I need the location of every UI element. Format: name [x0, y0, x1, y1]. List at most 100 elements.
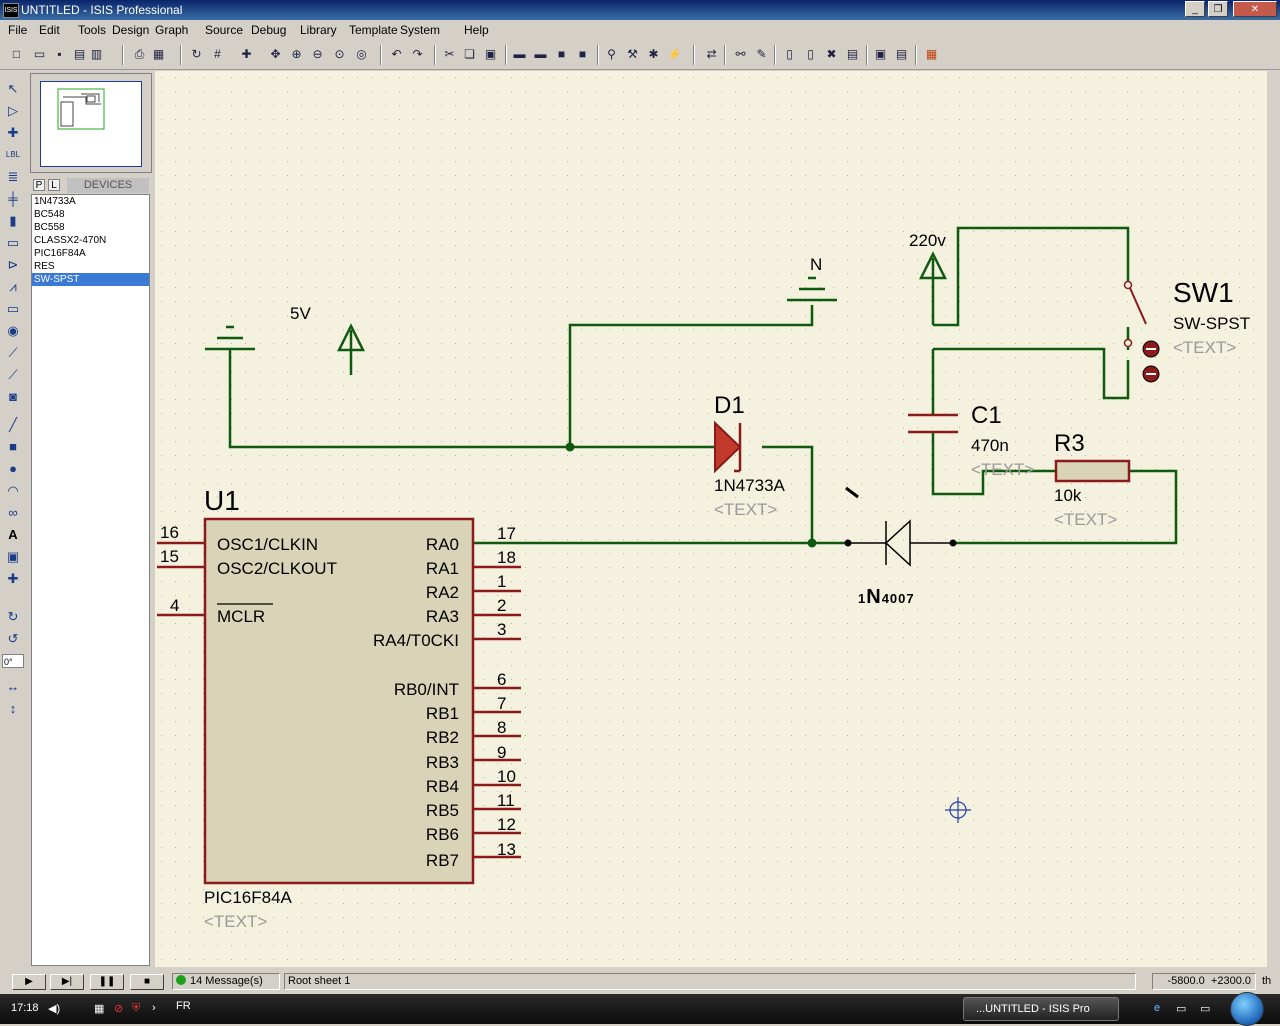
remove-sheet-icon[interactable]: ▯: [807, 47, 814, 61]
step-button[interactable]: ▶|: [50, 974, 84, 990]
graph-icon[interactable]: ⩘: [9, 279, 17, 294]
text-icon[interactable]: A: [8, 527, 18, 542]
block-delete-icon[interactable]: ■: [578, 47, 587, 61]
menu-debug[interactable]: Debug: [251, 23, 287, 37]
network-icon[interactable]: ▦: [94, 1003, 105, 1015]
rotate-cw-icon[interactable]: ↻: [7, 609, 19, 624]
menu-edit[interactable]: Edit: [39, 23, 60, 37]
menu-system[interactable]: System: [400, 23, 441, 37]
block-rotate-icon[interactable]: ■: [557, 47, 566, 61]
zoom-in-icon[interactable]: ⊕: [291, 47, 302, 61]
menu-template[interactable]: Template: [349, 23, 398, 37]
power-220v-symbol[interactable]: [918, 251, 948, 280]
arc-icon[interactable]: ◠: [7, 483, 19, 498]
generator-icon[interactable]: ◉: [7, 323, 19, 338]
junction-dot-icon[interactable]: ✚: [7, 125, 19, 140]
stop-button[interactable]: ■: [130, 974, 164, 990]
ground-symbol-left[interactable]: [205, 325, 255, 351]
export-icon[interactable]: ▥: [90, 47, 103, 61]
path-icon[interactable]: ∞: [8, 505, 18, 520]
r3-resistor[interactable]: [1054, 459, 1131, 483]
block-move-icon[interactable]: ▬: [534, 47, 547, 61]
ie-icon[interactable]: e: [1154, 1002, 1161, 1014]
symbol-icon[interactable]: ▣: [6, 549, 20, 564]
u1-microcontroller[interactable]: [203, 517, 475, 885]
overview-viewport[interactable]: [40, 81, 142, 167]
property-tool-icon[interactable]: ✎: [756, 47, 767, 61]
messages-field[interactable]: 14 Message(s): [172, 973, 280, 990]
zoom-all-icon[interactable]: ⊙: [334, 47, 345, 61]
open-icon[interactable]: ▭: [33, 47, 46, 61]
virtual-instruments-icon[interactable]: ◙: [9, 389, 17, 404]
device-item[interactable]: RES: [34, 261, 55, 272]
chevron-right-icon[interactable]: ›: [152, 1002, 156, 1014]
device-item[interactable]: BC558: [34, 222, 65, 233]
paste-icon[interactable]: ▣: [484, 47, 497, 61]
marker-icon[interactable]: ✚: [7, 571, 19, 586]
import-icon[interactable]: ▤: [73, 47, 86, 61]
pick-device-icon[interactable]: ⚲: [607, 47, 616, 61]
selection-mode-icon[interactable]: ↖: [7, 81, 19, 96]
redo-icon[interactable]: ↷: [412, 47, 423, 61]
ground-symbol-n[interactable]: [787, 276, 837, 302]
save-icon[interactable]: ▪: [57, 47, 62, 61]
device-pins-icon[interactable]: ⊳: [7, 257, 19, 272]
print-area-icon[interactable]: ▦: [152, 47, 165, 61]
sw1-switch[interactable]: [1123, 280, 1160, 383]
cut-icon[interactable]: ✂: [444, 47, 455, 61]
origin-icon[interactable]: ✚: [241, 47, 252, 61]
packaging-icon[interactable]: ✱: [648, 47, 659, 61]
device-item[interactable]: CLASSX2-470N: [34, 235, 107, 246]
mirror-x-icon[interactable]: ↔: [6, 679, 20, 694]
block-copy-icon[interactable]: ▬: [513, 47, 526, 61]
component-mode-icon[interactable]: ▷: [8, 103, 18, 118]
pause-button[interactable]: ❚❚: [90, 974, 124, 990]
print-icon[interactable]: ⎙: [134, 47, 145, 61]
mirror-y-icon[interactable]: ↕: [9, 701, 17, 716]
zoom-area-icon[interactable]: ◎: [356, 47, 367, 61]
search-icon[interactable]: ⚯: [735, 47, 746, 61]
current-probe-icon[interactable]: ⟋: [8, 367, 18, 382]
menu-help[interactable]: Help: [464, 23, 489, 37]
terminals-icon[interactable]: ▭: [6, 235, 20, 250]
device-item-selected[interactable]: SW-SPST: [32, 273, 149, 286]
make-device-icon[interactable]: ⚒: [627, 47, 638, 61]
menu-file[interactable]: File: [8, 23, 28, 37]
circle-icon[interactable]: ●: [9, 461, 17, 476]
c1-capacitor[interactable]: [908, 413, 958, 434]
play-button[interactable]: ▶: [12, 974, 46, 990]
zoom-out-icon[interactable]: ⊖: [312, 47, 323, 61]
text-script-icon[interactable]: ≣: [7, 169, 19, 184]
d1-diode[interactable]: [714, 420, 742, 474]
menu-design[interactable]: Design: [112, 23, 150, 37]
rotate-ccw-icon[interactable]: ↺: [7, 631, 19, 646]
menu-graph[interactable]: Graph: [155, 23, 189, 37]
erc-icon[interactable]: ▣: [874, 47, 887, 61]
copy-icon[interactable]: ❏: [464, 47, 475, 61]
new-sheet-icon[interactable]: ▯: [786, 47, 793, 61]
taskbar-item-isis[interactable]: ...UNTITLED - ISIS Pro: [963, 997, 1119, 1021]
voltage-probe-icon[interactable]: ⟋: [8, 345, 18, 360]
library-manager-button[interactable]: L: [48, 179, 60, 191]
pan-icon[interactable]: ✥: [270, 47, 281, 61]
security-icon[interactable]: ⛨: [132, 1002, 141, 1014]
desktop-icon[interactable]: ▭: [1200, 1003, 1211, 1015]
menu-tools[interactable]: Tools: [78, 23, 107, 37]
device-item[interactable]: 1N4733A: [34, 196, 76, 207]
grid-icon[interactable]: #: [214, 47, 221, 61]
bill-of-materials-icon[interactable]: ▤: [846, 47, 859, 61]
minimize-button[interactable]: _: [1185, 1, 1205, 17]
language-indicator[interactable]: FR: [176, 1000, 191, 1012]
decompose-icon[interactable]: ⚡: [667, 47, 682, 61]
device-item[interactable]: BC548: [34, 209, 65, 220]
buses-icon[interactable]: ╪: [8, 191, 18, 206]
ares-icon[interactable]: ▦: [925, 47, 938, 61]
rotation-angle-field[interactable]: 0°: [2, 654, 24, 668]
wire-label-icon[interactable]: LBL: [5, 150, 21, 159]
overview-window[interactable]: [30, 73, 152, 173]
pick-devices-button[interactable]: P: [33, 179, 45, 191]
restore-button[interactable]: ❐: [1208, 1, 1228, 17]
start-button[interactable]: [1230, 992, 1264, 1026]
close-button[interactable]: ✕: [1233, 1, 1277, 17]
volume-icon[interactable]: ◀): [48, 1003, 61, 1015]
